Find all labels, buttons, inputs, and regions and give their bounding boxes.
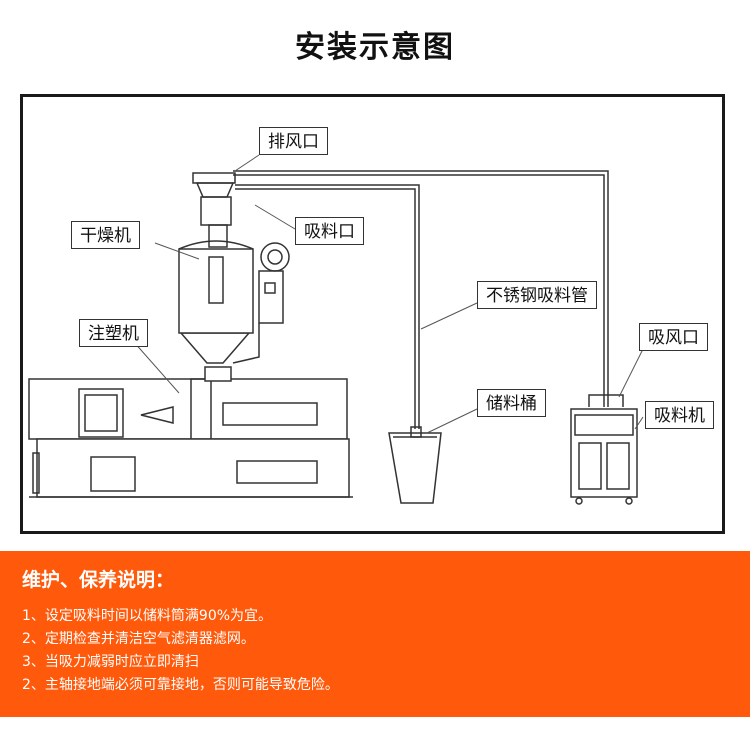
storage-bucket-label: 储料桶: [477, 389, 546, 417]
injection-machine-drawing: [28, 378, 353, 498]
maintenance-panel: 维护、保养说明： 1、设定吸料时间以储料筒满90%为宜。 2、定期检查并清洁空气…: [0, 551, 750, 717]
diagram-drawing: [28, 154, 646, 505]
maintenance-item: 2、定期检查并清洁空气滤清器滤网。: [22, 631, 255, 647]
steel-pipe-label: 不锈钢吸料管: [477, 281, 597, 309]
storage-bucket-drawing: [388, 426, 442, 504]
maintenance-title: 维护、保养说明：: [22, 569, 175, 591]
installation-diagram: 排风口 干燥机 吸料口 不锈钢吸料管 注塑机 吸风口 储料桶 吸料机: [20, 94, 725, 534]
loader-label: 吸料机: [645, 401, 714, 429]
air-suction-port-label: 吸风口: [639, 323, 708, 351]
maintenance-item: 1、设定吸料时间以储料筒满90%为宜。: [22, 608, 273, 624]
page-title: 安装示意图: [295, 30, 455, 65]
suction-inlet-label: 吸料口: [295, 217, 364, 245]
maintenance-item: 3、当吸力减弱时应立即清扫: [22, 654, 199, 670]
dryer-label: 干燥机: [71, 221, 140, 249]
pipe-network: [233, 170, 609, 429]
dryer-drawing: [178, 172, 290, 382]
maintenance-item: 2、主轴接地端必须可靠接地，否则可能导致危险。: [22, 677, 339, 693]
injection-machine-label: 注塑机: [79, 319, 148, 347]
exhaust-port-label: 排风口: [259, 127, 328, 155]
leader-lines: [132, 154, 646, 434]
loader-drawing: [570, 394, 638, 505]
maintenance-list: 1、设定吸料时间以储料筒满90%为宜。 2、定期检查并清洁空气滤清器滤网。 3、…: [22, 605, 339, 697]
